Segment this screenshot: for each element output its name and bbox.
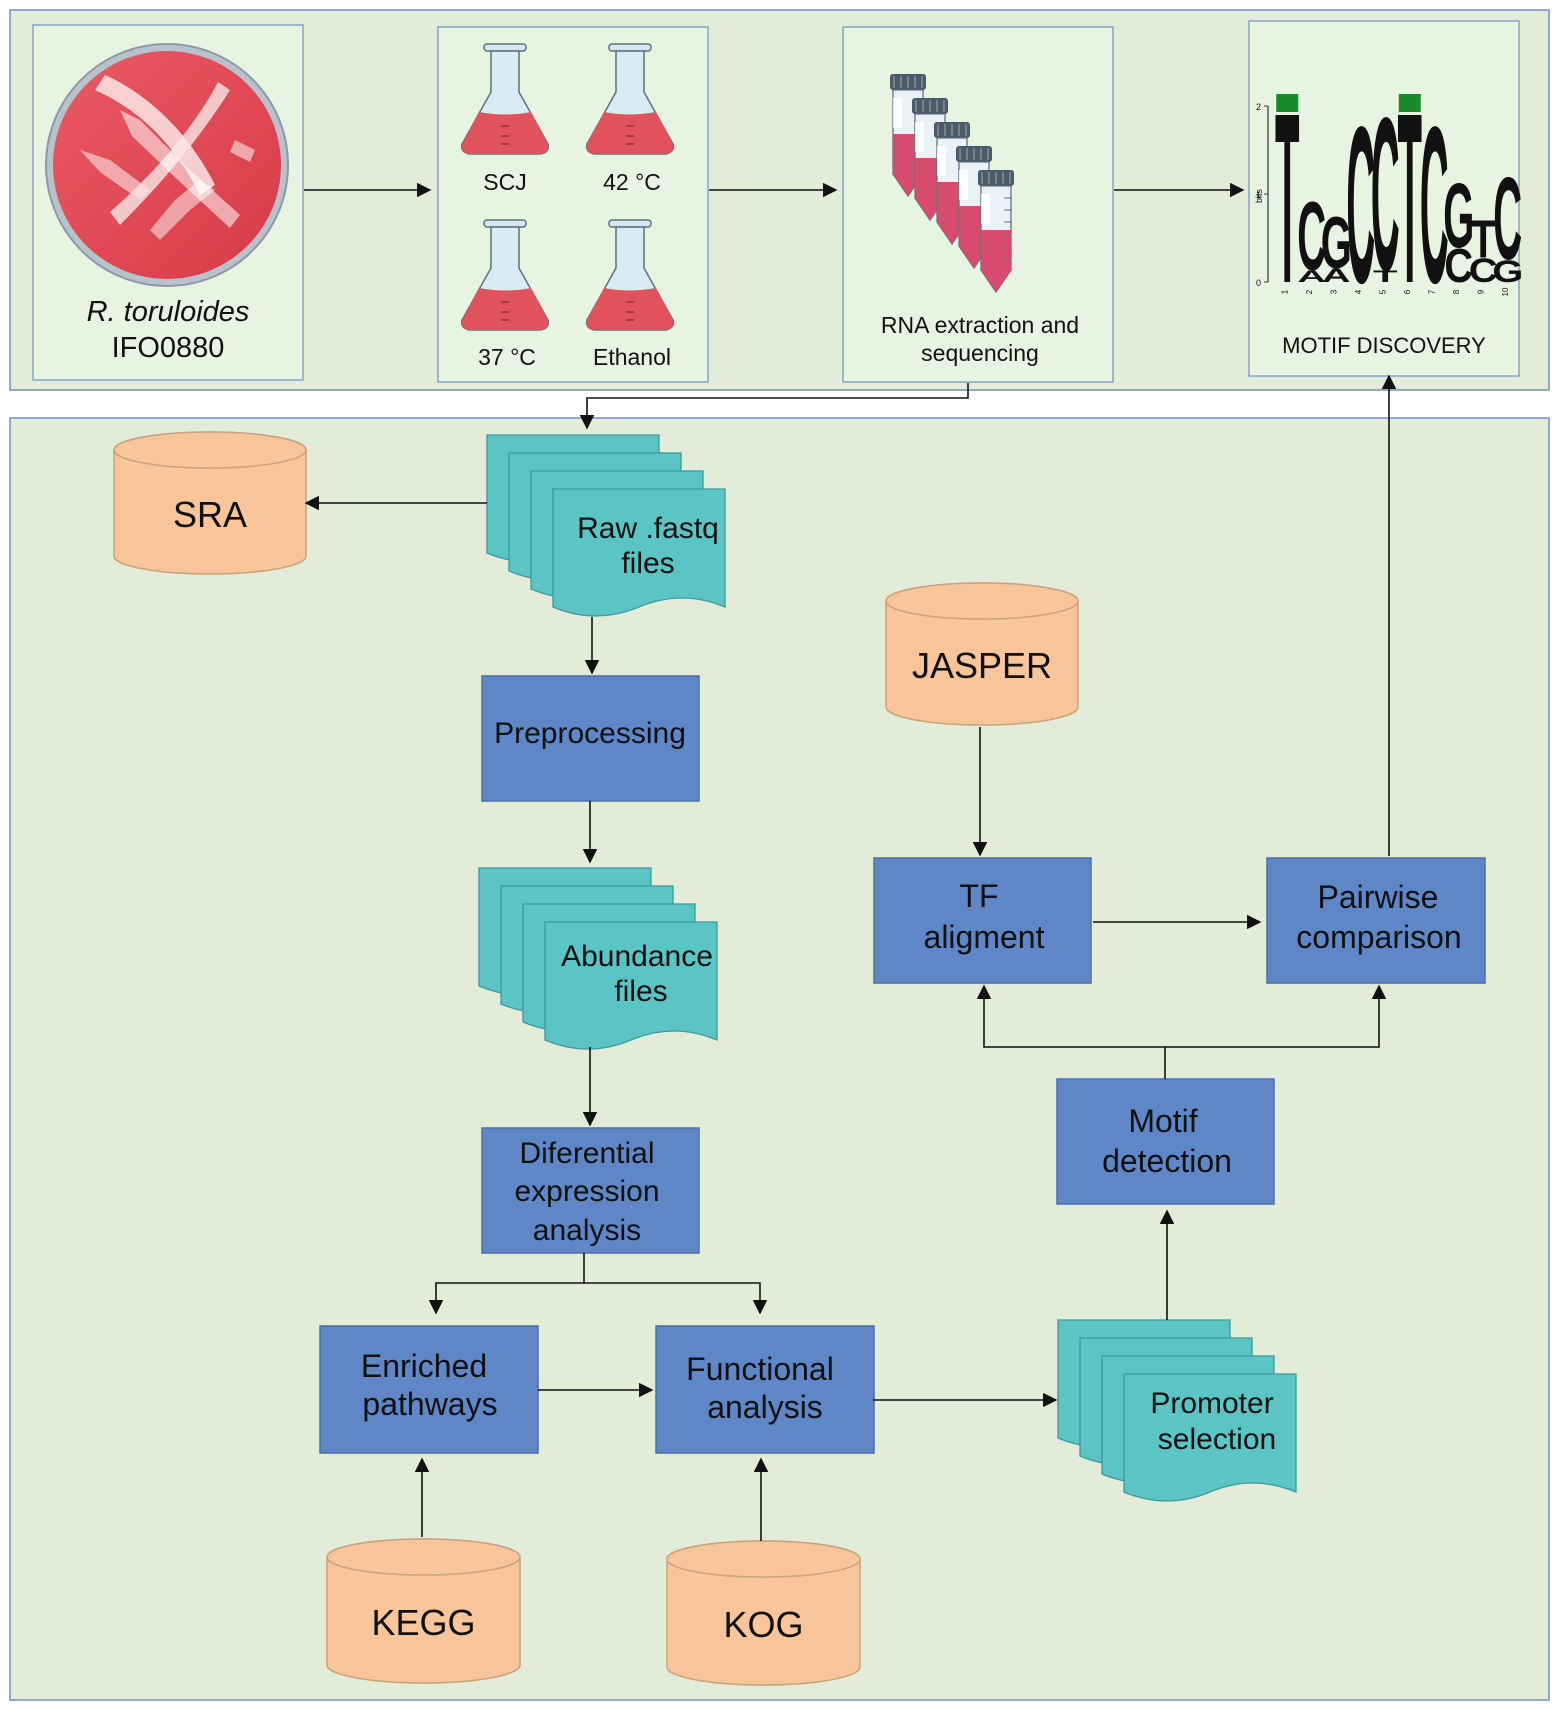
- process-tf-alignment-label-line1: TF: [959, 878, 998, 914]
- logo-letter-secondary: C: [1469, 251, 1498, 289]
- logo-position-label: 1: [1280, 289, 1289, 294]
- flask-37c-label: 37 °C: [478, 344, 536, 370]
- database-jasper-label: JASPER: [912, 645, 1052, 686]
- logo-letter-main: C: [1371, 74, 1400, 317]
- motif-discovery-label: MOTIF DISCOVERY: [1282, 333, 1486, 358]
- arrow-motifdet-to-tf: [976, 984, 1166, 1079]
- process-preprocessing: Preprocessing: [481, 675, 700, 802]
- logo-letter-main: C: [1493, 155, 1522, 285]
- document-abundance-label-line2: files: [614, 975, 667, 1008]
- logo-position-label: 6: [1403, 289, 1412, 294]
- process-differential-expression-label-line1: Diferential: [519, 1137, 654, 1170]
- database-kog-label: KOG: [723, 1604, 803, 1645]
- logo-letter-main: G: [1321, 203, 1352, 284]
- arrow-diffexp-to-functional: [584, 1282, 768, 1315]
- document-promoter-label-line1: Promoter: [1150, 1387, 1273, 1420]
- process-functional-analysis-label-line2: analysis: [707, 1389, 823, 1425]
- logo-letter-main: C: [1346, 80, 1375, 329]
- logo-letter-secondary: C: [1444, 239, 1473, 292]
- logo-y-tick: 2: [1256, 102, 1261, 112]
- document-promoter-label-line2: selection: [1158, 1423, 1276, 1456]
- process-tf-alignment-label-line2: aligment: [924, 919, 1045, 955]
- flask-ethanol-icon: [585, 219, 675, 331]
- logo-letter-secondary: G: [1492, 253, 1523, 289]
- logo-letter-main: T: [1471, 209, 1496, 269]
- logo-position-label: 7: [1427, 289, 1436, 294]
- logo-letter-secondary: A: [1297, 267, 1326, 286]
- flow-arrows: [304, 495, 1387, 1541]
- flask-scj-label: SCJ: [483, 169, 526, 195]
- database-kegg: KEGG: [326, 1538, 521, 1684]
- logo-position-label: 2: [1305, 289, 1314, 294]
- logo-position-label: 8: [1452, 289, 1461, 294]
- arrow-diffexp-to-enriched: [428, 1253, 585, 1315]
- process-differential-expression-label-line2: expression: [514, 1175, 659, 1208]
- logo-y-tick: 1: [1256, 190, 1261, 200]
- rna-label-line1: RNA extraction and: [881, 312, 1079, 338]
- flask-ethanol-label: Ethanol: [593, 344, 671, 370]
- process-enriched-pathways-label-line2: pathways: [362, 1386, 497, 1422]
- sample-tube-icon: [978, 170, 1014, 294]
- document-raw-fastq-label-line1: Raw .fastq: [577, 512, 719, 545]
- logo-axis-label: bits: [1254, 189, 1264, 204]
- rna-label-line2: sequencing: [921, 340, 1039, 366]
- strain-id: IFO0880: [112, 332, 225, 364]
- database-sra-label: SRA: [173, 494, 247, 535]
- bottom-panel: [9, 417, 1550, 1701]
- document-raw-fastq-label-line2: files: [621, 547, 674, 580]
- logo-position-label: 10: [1501, 287, 1510, 296]
- document-abundance-label-line1: Abundance: [561, 940, 713, 973]
- database-kog: KOG: [666, 1540, 861, 1686]
- database-kegg-label: KEGG: [371, 1602, 475, 1643]
- process-functional-analysis-label-line1: Functional: [686, 1351, 834, 1387]
- rna-card: RNA extraction and sequencing: [842, 26, 1114, 383]
- database-jasper: JASPER: [885, 582, 1079, 726]
- logo-letter-main: G: [1443, 165, 1474, 268]
- logo-letter-main: C: [1420, 80, 1449, 329]
- logo-y-tick: 0: [1256, 278, 1261, 288]
- process-pairwise-comparison-label-line2: comparison: [1296, 919, 1461, 955]
- arrow-rna-to-fastq: [579, 383, 969, 430]
- process-differential-expression-label-line3: analysis: [533, 1214, 641, 1247]
- process-pairwise-comparison-label-line1: Pairwise: [1318, 879, 1439, 915]
- process-motif-detection-label-line1: Motif: [1128, 1103, 1197, 1139]
- logo-letter-main: C: [1297, 182, 1326, 291]
- process-motif-detection-label-line2: detection: [1102, 1143, 1232, 1179]
- logo-position-label: 3: [1329, 289, 1338, 294]
- process-differential-expression: Diferential expression analysis: [481, 1127, 700, 1254]
- petri-dish-icon: [45, 43, 289, 287]
- process-tf-alignment: TF aligment: [873, 857, 1092, 984]
- logo-position-label: 9: [1476, 289, 1485, 294]
- process-enriched-pathways-label-line1: Enriched: [361, 1348, 487, 1384]
- strain-species: R. toruloides: [87, 296, 250, 328]
- flask-42c-label: 42 °C: [603, 169, 661, 195]
- flask-42c-icon: [585, 43, 675, 155]
- logo-bar-mark: [1276, 94, 1299, 112]
- arrow-motifdet-to-pairwise: [1165, 984, 1387, 1048]
- logo-position-label: 4: [1354, 289, 1363, 294]
- strain-card: R. toruloides IFO0880: [32, 24, 304, 381]
- flask-37c-icon: [460, 219, 550, 331]
- flask-scj-icon: [460, 43, 550, 155]
- conditions-card: SCJ 42 °C 37 °C Ethanol: [437, 26, 709, 383]
- logo-bar-mark: [1398, 94, 1421, 112]
- process-preprocessing-label-line1: Preprocessing: [494, 717, 686, 750]
- logo-letter-secondary: A: [1322, 265, 1351, 287]
- database-sra: SRA: [113, 431, 307, 575]
- process-motif-detection: Motif detection: [1056, 1078, 1275, 1205]
- process-pairwise-comparison: Pairwise comparison: [1266, 857, 1486, 984]
- logo-position-label: 5: [1378, 289, 1387, 294]
- logo-letter-secondary: T: [1373, 267, 1398, 286]
